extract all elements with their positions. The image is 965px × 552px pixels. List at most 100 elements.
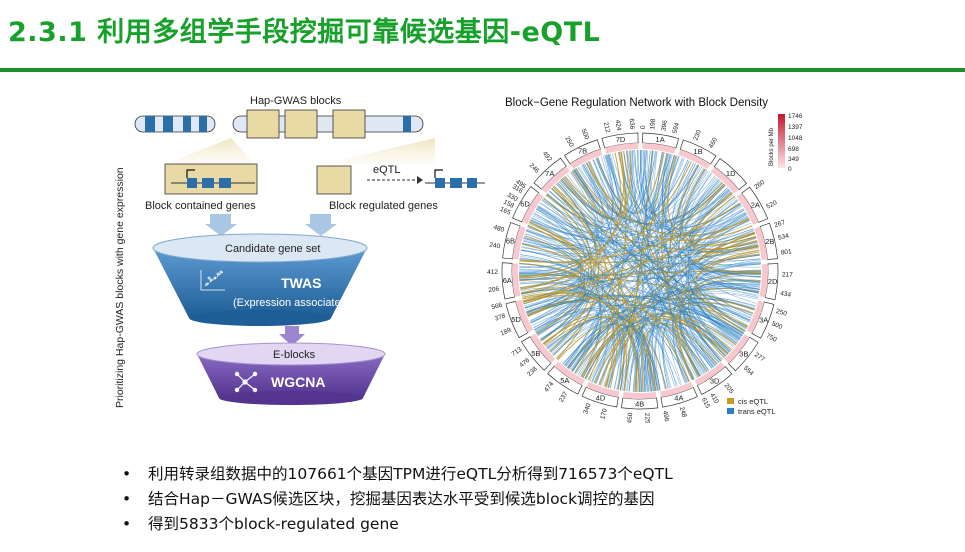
circos-figure: Block−Gene Regulation Network with Block… [487,97,803,423]
title-underline [0,68,965,72]
eqtl-link [519,246,581,274]
eqtl-link [545,188,729,232]
eqtl-link [657,151,739,342]
eqtl-link [522,154,614,250]
chromosome-label: 2A [751,200,760,209]
eqtl-link [564,175,753,241]
tick-label: 460 [708,136,720,149]
chromosome-label: 5D [511,315,521,324]
density-track [746,300,765,334]
chromosome-label: 3B [739,350,748,359]
eqtl-link [644,150,756,243]
eqtl-link [632,179,720,392]
eqtl-link [672,317,730,381]
eqtl-link [532,214,761,276]
tick-label: 566 [491,302,504,311]
tick-label: 480 [492,224,505,234]
circos-labels: 1A1B1D2A2B2D3A3B3D4A4B4D5A5B5D6A6B6D7A7B… [487,118,793,423]
legend-value: 1746 [788,113,803,120]
tick-label: 412 [487,269,498,276]
circos-title: Block−Gene Regulation Network with Block… [505,97,768,109]
hap-gwas-label: Hap-GWAS blocks [250,95,342,107]
pipeline-figure: Prioritizing Hap-GWAS blocks with gene e… [114,95,485,408]
chromosome-label: 1D [726,169,736,178]
tick-label: 750 [765,333,778,344]
tick-label: 434 [780,290,792,299]
tick-label: 330 [506,192,519,204]
eqtl-link [665,155,721,362]
legend-value: 0 [788,166,792,173]
trans-eqtl-label: trans eQTL [738,407,776,416]
eqtl-link [531,308,659,391]
eqtl-link [639,324,713,393]
chromosome-label: 1B [693,147,702,156]
eqtl-link [519,257,687,383]
eqtl-link [520,228,754,258]
tick-label: 246 [528,162,541,175]
twas-label: TWAS [281,275,321,291]
circos-ring [501,132,779,410]
eqtl-link [519,150,632,278]
tick-label: 615 [700,397,711,410]
arrow-down [279,326,305,346]
eqtl-link [607,168,705,388]
eqtl-link [543,180,597,345]
eqtl-link [519,237,582,281]
eqtl-link [678,164,761,261]
density-track [530,333,556,364]
chromosome-label: 7A [545,169,554,178]
eqtl-link [557,182,603,372]
eqtl-link [672,162,725,224]
eqtl-link [670,160,722,362]
chromosome-label: 3A [759,315,768,324]
chromosome-label: 5B [531,349,540,358]
density-track [710,166,739,194]
eqtl-link [584,153,621,216]
chromosome-label: 7B [578,147,587,156]
eqtl-link [605,154,761,283]
arrow-right [305,214,337,236]
tick-label: 170 [599,408,609,421]
eqtl-link [568,150,651,369]
tick-label: 450 [627,412,635,423]
legend-value: 349 [788,156,799,163]
eqtl-link [541,197,592,342]
eqtl-link [539,159,609,229]
block-contained-genes [164,163,258,195]
chromosome-label: 6B [506,237,515,246]
eqtl-link [550,230,755,353]
eqtl-link [521,228,754,295]
eqtl-link [524,179,720,309]
eqtl-link [678,170,729,354]
eqtl-link [520,254,661,391]
eqtl-link [656,153,682,385]
tick-label: 396 [660,119,669,131]
tick-label: 424 [614,119,623,131]
eqtl-link [555,321,636,392]
eqtl-link [550,153,668,353]
density-track [759,263,768,298]
arrow-left [205,214,237,236]
density-track [724,334,750,364]
eqtl-link [679,165,759,297]
density-track [659,381,694,398]
eqtl-link [621,261,761,391]
eqtl-link [607,319,727,388]
eqtl-link [519,278,585,337]
tick-label: 0 [640,125,647,129]
density-track [521,192,544,225]
eblocks-label: E-blocks [273,349,316,361]
eqtl-link [687,209,745,353]
eqtl-link [680,305,750,374]
tick-label: 340 [582,402,593,415]
eqtl-link [521,289,616,388]
eqtl-link [551,188,716,366]
eqtl-link [641,331,653,392]
eqtl-link [574,313,737,374]
eqtl-link [642,150,689,383]
density-track [754,226,768,261]
eqtl-link [676,251,760,380]
eqtl-link [521,285,583,316]
chromosome-label: 2B [765,237,774,246]
chromosome-label: 6A [503,276,512,285]
